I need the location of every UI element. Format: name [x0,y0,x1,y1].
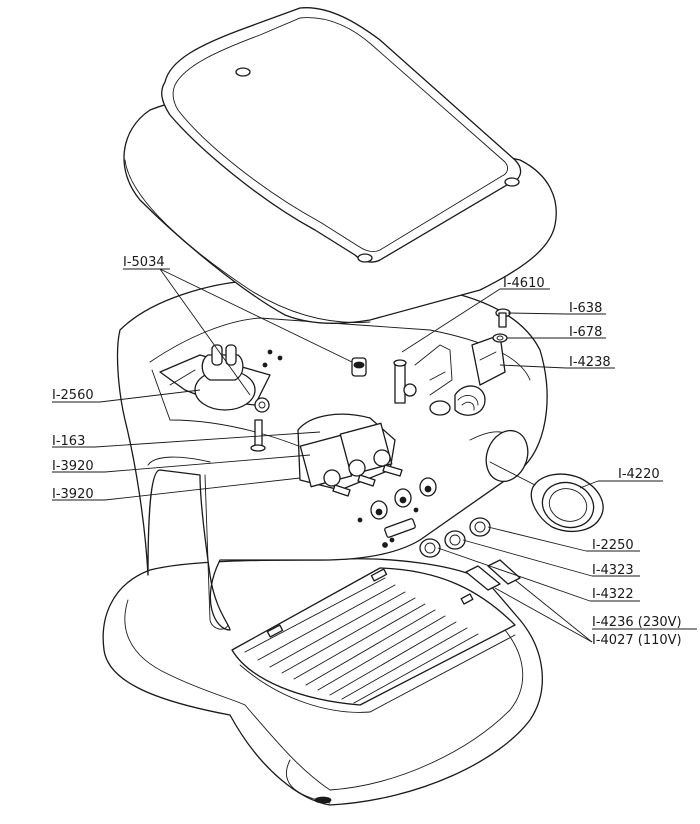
front-small-parts [419,517,521,591]
label-i-678: I-678 [569,325,602,340]
top-lid [123,7,557,324]
label-i-5034: I-5034 [123,255,165,270]
label-i-2560: I-2560 [52,388,94,403]
label-i-163: I-163 [52,434,85,449]
label-i-4236: I-4236 (230V) [592,615,682,630]
label-i-4238: I-4238 [569,355,611,370]
drip-grate [231,567,516,713]
label-i-4027: I-4027 (110V) [592,633,682,648]
part-labels: I-5034 I-4610 I-638 I-678 I-4238 I-2560 … [52,255,682,648]
internal-components [159,308,511,497]
label-i-2250: I-2250 [592,538,634,553]
label-i-4220: I-4220 [618,467,660,482]
label-i-3920: I-3920 [52,459,94,474]
leader-lines [52,268,697,643]
label-i-3920: I-3920 [52,487,94,502]
label-i-638: I-638 [569,301,602,316]
label-i-4322: I-4322 [592,587,634,602]
pressure-gauge [489,461,604,533]
label-i-4323: I-4323 [592,563,634,578]
label-i-4610: I-4610 [503,276,545,291]
